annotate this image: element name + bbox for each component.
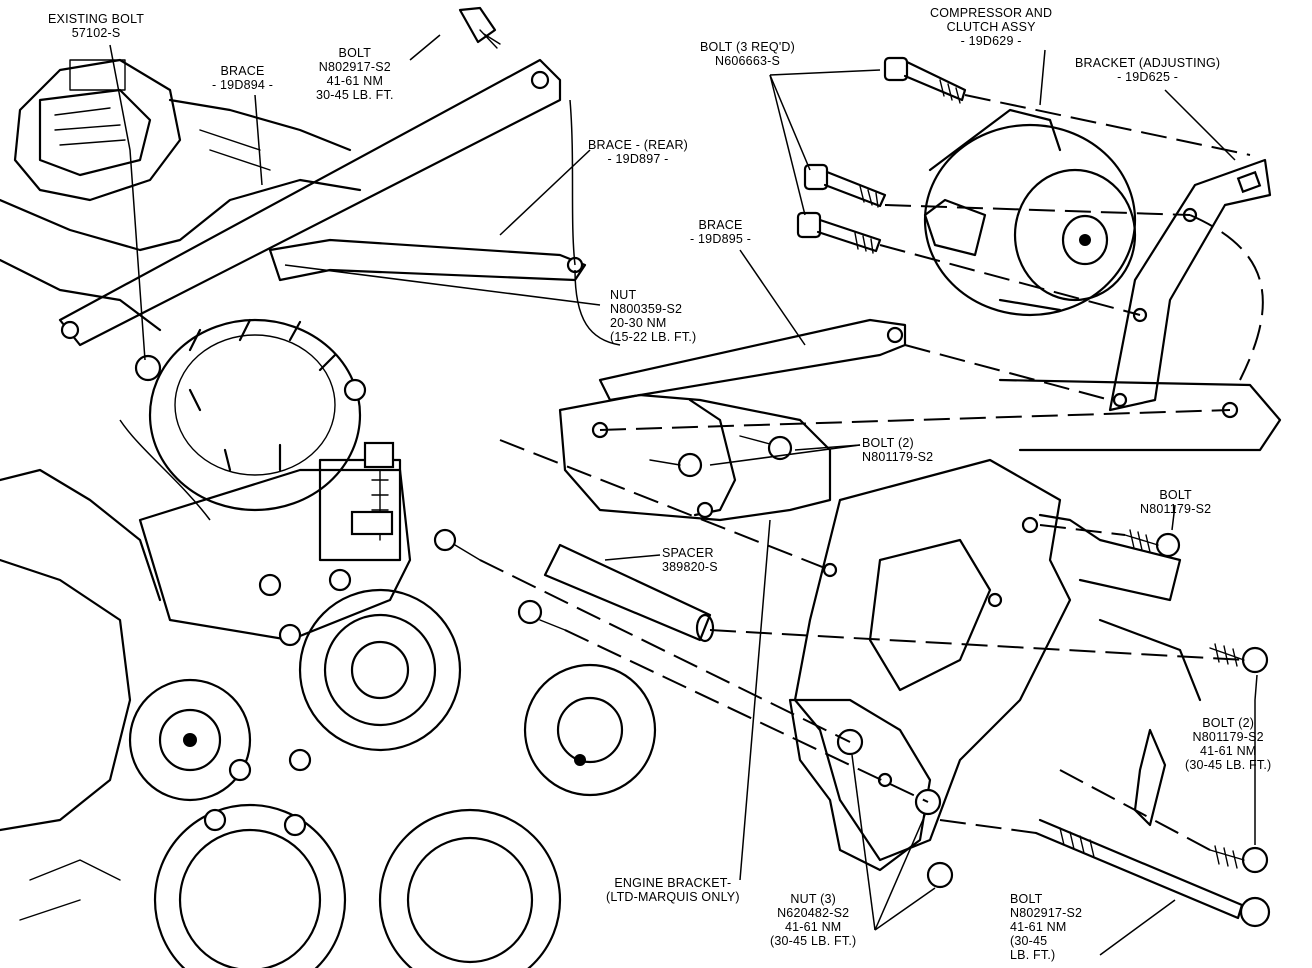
label-bolt-top: BOLT N802917-S2 41-61 Nm 30-45 LB. FT. xyxy=(316,46,394,102)
assembly-dashed-lines xyxy=(479,94,1264,851)
label-line: N802917-S2 xyxy=(318,60,391,74)
label-line: (15-22 LB. FT.) xyxy=(610,330,697,344)
label-line: COMPRESSOR AND xyxy=(930,6,1053,20)
label-compressor: COMPRESSOR AND CLUTCH ASSY - 19D629 - xyxy=(930,6,1052,48)
label-bolt-bottom: BOLT N802917-S2 41-61 Nm (30-45 LB. FT.) xyxy=(1010,892,1082,962)
label-line: BRACE xyxy=(220,64,265,78)
label-line: BOLT (2) xyxy=(862,436,914,450)
label-line: (30-45 xyxy=(1010,934,1048,948)
label-line: - 19D895 - xyxy=(690,232,752,246)
compressor-clutch xyxy=(923,108,1137,317)
mid-bracket xyxy=(558,393,832,522)
label-line: BOLT xyxy=(1159,488,1192,502)
label-bolt-2-right: BOLT (2) N801179-S2 41-61 Nm (30-45 LB. … xyxy=(1185,716,1271,772)
label-existing-bolt: EXISTING BOLT 57102-S xyxy=(48,12,144,40)
brace-rear-19d897 xyxy=(268,99,621,346)
label-line: N606663-S xyxy=(714,54,781,68)
label-line: NUT xyxy=(610,288,637,302)
label-line: 41-61 Nm xyxy=(1010,920,1067,934)
label-nut-3: NUT (3) N620482-S2 41-61 Nm (30-45 LB. F… xyxy=(770,892,856,948)
bolts xyxy=(134,6,1271,928)
label-line: N800359-S2 xyxy=(610,302,683,316)
label-brace-19d895: BRACE - 19D895 - xyxy=(690,218,751,246)
label-bolt-2-mid: BOLT (2) N801179-S2 xyxy=(862,436,933,464)
label-line: BOLT (3 REQ'D) xyxy=(700,40,796,54)
label-line: CLUTCH ASSY xyxy=(946,20,1036,34)
label-line: N802917-S2 xyxy=(1010,906,1083,920)
label-line: BRACE xyxy=(698,218,743,232)
engine-block xyxy=(0,58,657,968)
label-line: 57102-S xyxy=(71,26,121,40)
label-line: 30-45 LB. FT. xyxy=(316,88,394,102)
label-brace-19d894: BRACE - 19D894 - xyxy=(212,64,273,92)
label-line: SPACER xyxy=(662,546,714,560)
label-line: BOLT (2) xyxy=(1202,716,1255,730)
label-line: 389820-S xyxy=(662,560,718,574)
label-line: - 19D625 - xyxy=(1117,70,1179,84)
spacer-389820 xyxy=(543,543,715,643)
label-line: BOLT xyxy=(1010,892,1043,906)
label-line: BOLT xyxy=(338,46,372,60)
label-line: EXISTING BOLT xyxy=(48,12,145,26)
label-line: - 19D894 - xyxy=(212,78,274,92)
label-nut-top: NUT N800359-S2 20-30 Nm (15-22 LB. FT.) xyxy=(610,288,696,344)
label-line: 41-61 Nm xyxy=(784,920,842,934)
label-line: 20-30 Nm xyxy=(610,316,667,330)
mounting-bracket-plate xyxy=(788,378,1282,872)
label-line: BRACKET (ADJUSTING) xyxy=(1075,56,1221,70)
label-line: N620482-S2 xyxy=(777,906,850,920)
label-line: NUT (3) xyxy=(790,892,836,906)
label-line: - 19D897 - xyxy=(607,152,669,166)
label-line: LB. FT.) xyxy=(1010,948,1056,962)
bracket-adjusting xyxy=(1108,158,1272,412)
label-bolt-right: BOLT N801179-S2 xyxy=(1140,488,1211,516)
label-line: ENGINE BRACKET- xyxy=(614,876,732,890)
brace-19d894 xyxy=(58,58,562,347)
leader-lines xyxy=(109,34,1258,956)
label-line: - 19D629 - xyxy=(960,34,1022,48)
label-bolt-3-reqd: BOLT (3 REQ'D) N606663-S xyxy=(700,40,795,68)
label-spacer: SPACER 389820-S xyxy=(662,546,718,574)
label-line: N801179-S2 xyxy=(1140,502,1212,516)
label-line: 41-61 Nm xyxy=(1199,744,1257,758)
label-brace-rear: BRACE - (REAR) - 19D897 - xyxy=(588,138,688,166)
label-engine-bracket: ENGINE BRACKET- (LTD-MARQUIS ONLY) xyxy=(606,876,740,904)
label-line: N801179-S2 xyxy=(862,450,934,464)
label-line: (30-45 LB. FT.) xyxy=(1185,758,1272,772)
label-bracket-adjusting: BRACKET (ADJUSTING) - 19D625 - xyxy=(1075,56,1220,84)
label-line: BRACE - (REAR) xyxy=(588,138,689,152)
label-line: 41-61 Nm xyxy=(326,74,384,88)
label-line: (30-45 LB. FT.) xyxy=(770,934,857,948)
label-line: (LTD-MARQUIS ONLY) xyxy=(606,890,740,904)
label-line: N801179-S2 xyxy=(1192,730,1264,744)
